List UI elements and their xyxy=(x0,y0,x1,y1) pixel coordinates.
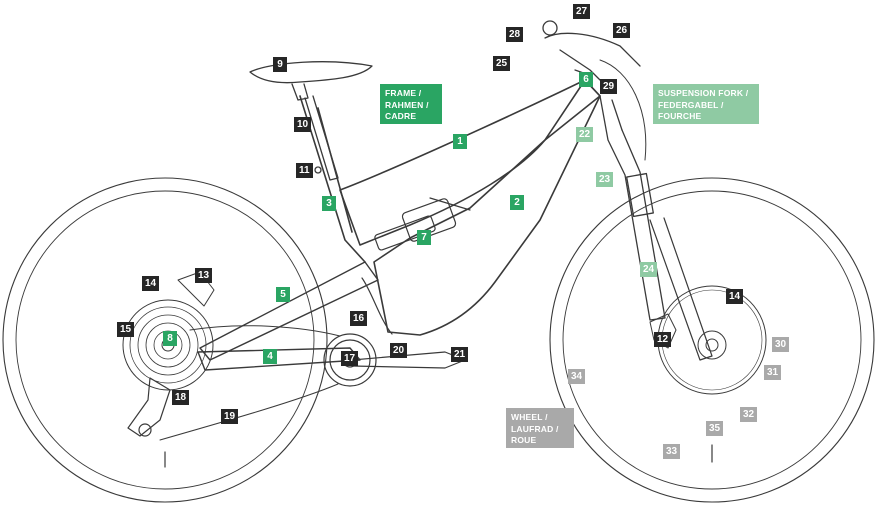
callout-11: 11 xyxy=(296,163,313,178)
callout-5: 5 xyxy=(276,287,290,302)
callout-25: 25 xyxy=(493,56,511,71)
suspension-fork xyxy=(599,95,713,361)
fork-group-label: SUSPENSION FORK / FEDERGABEL / FOURCHE xyxy=(653,84,759,124)
callout-28: 28 xyxy=(506,27,524,42)
callout-19: 19 xyxy=(221,409,239,424)
callout-7: 7 xyxy=(417,230,431,245)
callout-17: 17 xyxy=(341,351,359,366)
callout-12: 12 xyxy=(654,332,672,347)
front-wheel xyxy=(549,177,875,503)
callout-13: 13 xyxy=(195,268,213,283)
rear-shock xyxy=(374,197,471,251)
callout-29: 29 xyxy=(600,79,618,94)
callout-2: 2 xyxy=(510,195,524,210)
callout-24: 24 xyxy=(640,262,658,277)
callout-22: 22 xyxy=(576,127,594,142)
callout-9: 9 xyxy=(273,57,287,72)
callout-4: 4 xyxy=(263,349,277,364)
rear-derailleur xyxy=(127,377,171,437)
callout-32: 32 xyxy=(740,407,758,422)
callout-14-front: 14 xyxy=(726,289,744,304)
callout-30: 30 xyxy=(772,337,790,352)
callout-16: 16 xyxy=(350,311,368,326)
callout-8: 8 xyxy=(163,331,177,346)
rear-cassette xyxy=(122,271,215,391)
callout-26: 26 xyxy=(613,23,631,38)
callout-10: 10 xyxy=(294,117,312,132)
callout-18: 18 xyxy=(172,390,190,405)
callout-21: 21 xyxy=(451,347,469,362)
callout-31: 31 xyxy=(764,365,782,380)
rear-wheel xyxy=(2,177,328,503)
callout-3: 3 xyxy=(322,196,336,211)
callout-14-rear: 14 xyxy=(142,276,160,291)
callout-27: 27 xyxy=(573,4,591,19)
callout-15: 15 xyxy=(117,322,135,337)
callout-33: 33 xyxy=(663,444,681,459)
wheel-group-label: WHEEL / LAUFRAD / ROUE xyxy=(506,408,574,448)
callout-35: 35 xyxy=(706,421,724,436)
seatpost-saddle xyxy=(249,61,373,181)
callout-20: 20 xyxy=(390,343,408,358)
callout-34: 34 xyxy=(568,369,586,384)
callout-23: 23 xyxy=(596,172,614,187)
callout-1: 1 xyxy=(453,134,467,149)
frame-group-label: FRAME / RAHMEN / CADRE xyxy=(380,84,442,124)
callout-6: 6 xyxy=(579,72,593,87)
